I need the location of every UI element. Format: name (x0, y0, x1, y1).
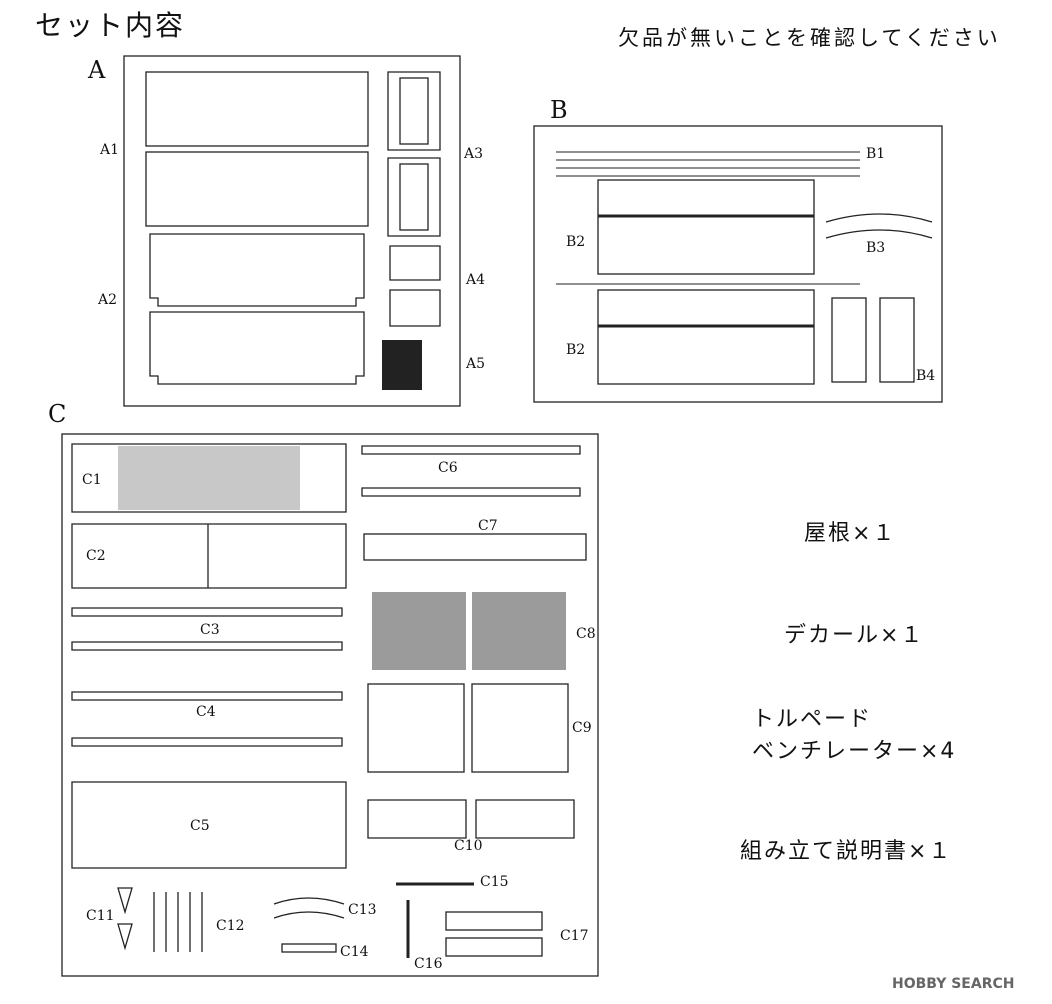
part-c10 (367, 799, 575, 839)
extra-roof: 屋根×１ (804, 521, 897, 546)
part-c12 (153, 892, 203, 952)
part-label-c8: C8 (576, 626, 596, 642)
extra-ventilator: ベンチレーター×4 (752, 739, 957, 764)
part-label-c2: C2 (86, 548, 106, 564)
part-c17 (445, 911, 543, 957)
part-label-c10: C10 (454, 838, 483, 854)
extra-torpedo: トルペード (752, 707, 873, 732)
part-c2 (71, 523, 347, 589)
part-c5 (71, 781, 347, 869)
part-c3 (71, 607, 343, 651)
check-note: 欠品が無いことを確認してください (618, 26, 1001, 50)
part-label-c6: C6 (438, 460, 458, 476)
part-a4-upper (389, 245, 441, 281)
part-label-b2-lower: B2 (566, 342, 586, 358)
part-a1-lower (145, 151, 369, 227)
part-label-c14: C14 (340, 944, 369, 960)
sheet-label-b: B (550, 96, 568, 124)
part-a4-lower (389, 289, 441, 327)
part-b2-lower (556, 283, 860, 385)
part-label-c1: C1 (82, 472, 102, 488)
extra-decal: デカール×１ (784, 623, 925, 648)
part-a2-lower (149, 311, 365, 385)
part-a3-upper (387, 71, 441, 151)
part-a1-upper (145, 71, 369, 147)
part-b2-upper (597, 179, 815, 275)
part-label-c9: C9 (572, 720, 592, 736)
part-a3-lower (387, 157, 441, 237)
sheet-a-frame (123, 55, 461, 407)
sheet-label-a: A (88, 56, 106, 84)
part-label-c7: C7 (478, 518, 498, 534)
part-label-b2-upper: B2 (566, 234, 586, 250)
part-label-c12: C12 (216, 918, 245, 934)
part-c13 (273, 897, 345, 919)
part-label-a2: A2 (98, 292, 118, 308)
part-a2-upper (149, 233, 365, 307)
part-c4 (71, 691, 343, 747)
sheet-label-c: C (48, 400, 67, 428)
sheet-b-frame (533, 125, 943, 403)
part-label-c15: C15 (480, 874, 509, 890)
part-label-c4: C4 (196, 704, 216, 720)
part-label-b1: B1 (866, 146, 886, 162)
part-label-a5: A5 (466, 356, 486, 372)
part-b1 (556, 151, 860, 177)
part-b3 (825, 213, 933, 239)
part-label-b4: B4 (916, 368, 936, 384)
part-label-a3: A3 (464, 146, 484, 162)
page-title: セット内容 (35, 9, 186, 42)
part-label-c11: C11 (86, 908, 115, 924)
part-c1 (71, 443, 347, 513)
extra-instructions: 組み立て説明書×１ (740, 839, 953, 864)
part-label-c5: C5 (190, 818, 210, 834)
part-a5 (382, 340, 422, 390)
part-c11 (117, 887, 133, 951)
part-label-c16: C16 (414, 956, 443, 972)
part-label-a4: A4 (466, 272, 486, 288)
part-b4 (831, 297, 915, 383)
watermark: HOBBY SEARCH (892, 976, 1015, 992)
sheet-c-frame (61, 433, 599, 977)
part-label-b3: B3 (866, 240, 886, 256)
part-c7 (363, 533, 587, 561)
part-label-c17: C17 (560, 928, 589, 944)
part-label-c3: C3 (200, 622, 220, 638)
part-c8 (372, 592, 566, 670)
part-c9 (367, 683, 569, 773)
part-label-a1: A1 (100, 142, 120, 158)
part-c6 (361, 445, 581, 497)
part-c14 (281, 943, 337, 953)
part-label-c13: C13 (348, 902, 377, 918)
